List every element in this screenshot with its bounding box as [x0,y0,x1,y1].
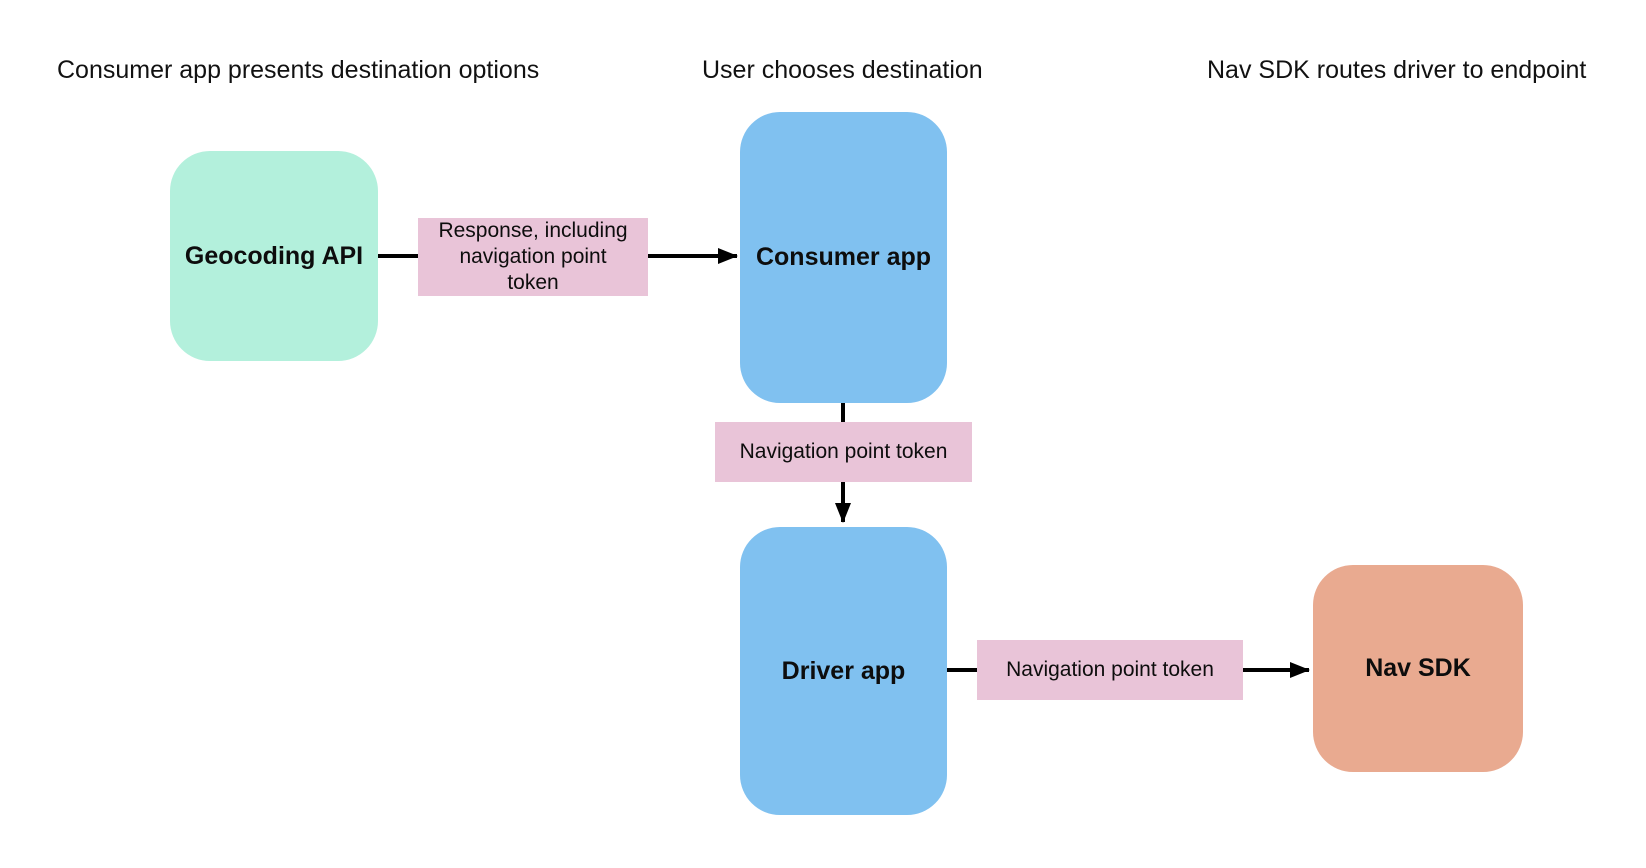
node-driver-app-label: Driver app [781,656,906,685]
node-consumer-app-label: Consumer app [755,243,932,271]
edge-label-response-text: Response, including navigation point tok… [438,219,628,294]
edge-label-response-including-token: Response, including navigation point tok… [418,218,648,296]
node-geocoding-api-label: Geocoding API [184,241,364,270]
edge-label-navigation-point-token-text: Navigation point token [739,440,948,463]
column-header-user-chooses: User chooses destination [702,56,983,84]
node-driver-app: Driver app [740,527,947,815]
node-consumer-app: Consumer app [740,112,947,403]
node-nav-sdk-label: Nav SDK [1365,654,1471,682]
edge-label-navigation-point-token-vertical: Navigation point token [715,422,972,482]
edge-label-navigation-point-token-horizontal: Navigation point token [977,640,1243,700]
node-nav-sdk: Nav SDK [1313,565,1523,772]
edge-label-navigation-point-token-text: Navigation point token [1006,658,1214,681]
node-geocoding-api: Geocoding API [170,151,378,361]
column-header-navsdk-routes: Nav SDK routes driver to endpoint [1207,56,1587,84]
column-header-consumer-presents: Consumer app presents destination option… [57,56,540,84]
